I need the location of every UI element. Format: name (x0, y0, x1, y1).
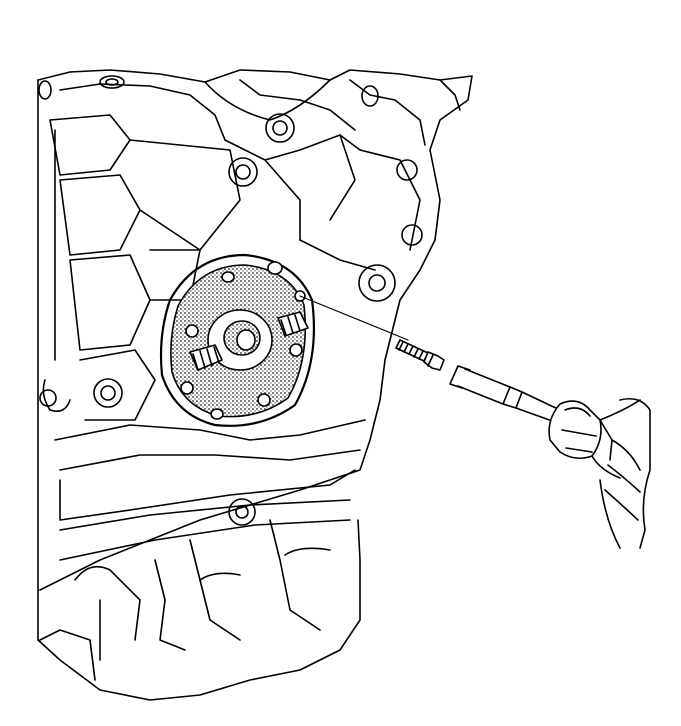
engine-block (37, 69, 473, 701)
ratchet-handle (548, 397, 651, 549)
oil-pump-cover (159, 253, 316, 427)
socket-extension (449, 365, 561, 423)
cover-outer-rim (159, 253, 316, 427)
block-outline (37, 69, 473, 591)
bolt-leader-line (299, 295, 409, 341)
bolt (395, 339, 445, 371)
